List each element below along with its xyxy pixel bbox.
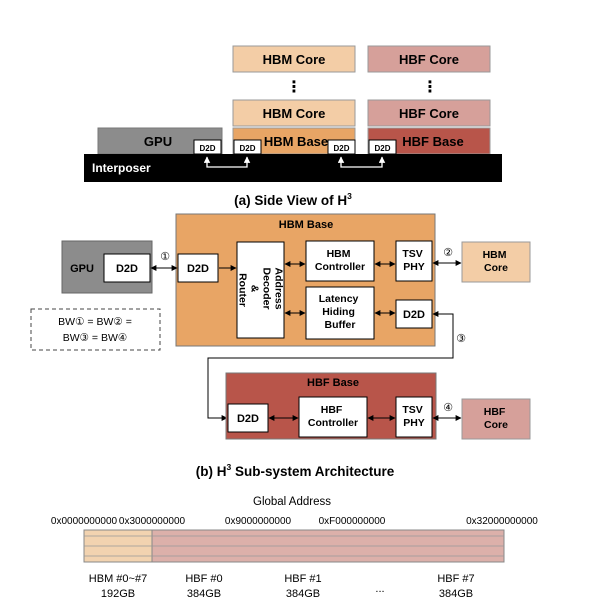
region-hbf1-size: 384GB — [286, 588, 320, 600]
hbf-dots: ⋮ — [422, 79, 438, 96]
hbm-dots: ⋮ — [286, 79, 302, 96]
mark-1: ① — [160, 251, 170, 263]
d2d-hbm-right-label: D2D — [333, 144, 349, 153]
region-hbf1-name: HBF #1 — [284, 573, 321, 585]
mark-3: ③ — [456, 333, 466, 345]
d2d-gpu-label: D2D — [199, 144, 215, 153]
region-ellipsis: ... — [375, 583, 384, 595]
hbf-core-top-block — [367, 45, 491, 73]
arch-hbm-core-label: HBM Core — [483, 249, 510, 274]
hbf-tsv-phy-block — [395, 396, 433, 438]
region-hbm-size: 192GB — [101, 588, 135, 600]
hbm-base-title: HBM Base — [279, 219, 333, 231]
architecture-caption: (b) H3 Sub-system Architecture — [196, 462, 395, 479]
global-address-title: Global Address — [253, 496, 331, 508]
hbf-core-label: HBF Core — [399, 106, 459, 121]
d2d-hbm-left-label: D2D — [239, 144, 255, 153]
bandwidth-note-line2: BW③ = BW④ — [63, 332, 128, 344]
hbf-d2d-block — [227, 403, 269, 433]
latency-hiding-buffer-label: Latency Hiding Buffer — [319, 293, 362, 331]
address-tick-2: 0x9000000000 — [225, 516, 292, 527]
hbm-core-label: HBM Core — [263, 106, 326, 121]
hbm-to-hbf-link-arrow — [207, 311, 454, 421]
hbm-controller-block — [305, 240, 375, 282]
mark-4: ④ — [443, 402, 453, 414]
arch-gpu-d2d-label: D2D — [116, 263, 138, 275]
hbm-controller-label: HBM Controller — [315, 248, 365, 273]
gpu-label: GPU — [144, 134, 172, 149]
hbf-base-label: HBF Base — [402, 134, 463, 149]
region-hbm-name: HBM #0~#7 — [89, 573, 147, 585]
global-address-map: Global Address 0x0000000000 0x3000000000… — [51, 496, 538, 600]
hbm-core-block — [232, 99, 356, 127]
hbm-d2d-right-label: D2D — [403, 309, 425, 321]
arch-gpu-label: GPU — [70, 263, 94, 275]
mark-2: ② — [443, 247, 453, 259]
region-hbf0-name: HBF #0 — [185, 573, 222, 585]
arch-hbf-core-label: HBF Core — [484, 406, 509, 431]
hbm-tsv-phy-block — [395, 240, 433, 282]
side-view: HBM Core ⋮ HBM Core HBM Base HBF Core ⋮ … — [84, 45, 502, 208]
region-hbf7-size: 384GB — [439, 588, 473, 600]
hbm-hbf-link-arrow — [337, 156, 386, 168]
region-hbf7-name: HBF #7 — [437, 573, 474, 585]
hbm-tsv-phy-label: TSV PHY — [402, 248, 425, 273]
side-view-caption: (a) Side View of H3 — [234, 191, 352, 208]
hbm-core-top-block — [232, 45, 356, 73]
hbf-core-top-label: HBF Core — [399, 52, 459, 67]
hbf-controller-label: HBF Controller — [308, 404, 358, 429]
arch-gpu-d2d-block — [103, 253, 151, 283]
hbf-core-block — [367, 99, 491, 127]
interposer-block — [84, 154, 502, 182]
bandwidth-note-line1: BW① = BW② = — [58, 316, 132, 328]
address-tick-1: 0x3000000000 — [119, 516, 186, 527]
hbm-d2d-left-block — [177, 253, 219, 283]
region-hbf0-size: 384GB — [187, 588, 221, 600]
hbf-tsv-phy-label: TSV PHY — [402, 404, 425, 429]
address-tick-0: 0x0000000000 — [51, 516, 118, 527]
d2d-hbf-label: D2D — [374, 144, 390, 153]
address-tick-4: 0x32000000000 — [466, 516, 538, 527]
hbf-controller-block — [298, 396, 368, 438]
bandwidth-note-box — [30, 308, 161, 351]
gpu-hbm-link-arrow — [203, 156, 251, 168]
interposer-label: Interposer — [92, 161, 151, 175]
hbm-d2d-left-label: D2D — [187, 263, 209, 275]
hbf-d2d-label: D2D — [237, 413, 259, 425]
architecture-view: HBM Base GPU D2D D2D Address Decoder & R… — [30, 213, 531, 479]
hbm-core-top-label: HBM Core — [263, 52, 326, 67]
hbf-base-title: HBF Base — [307, 377, 359, 389]
address-decoder-router-label: Address Decoder & Router — [237, 268, 285, 313]
arch-hbf-core-block — [461, 398, 531, 440]
arch-hbm-core-block — [461, 241, 531, 283]
hbm-base-label: HBM Base — [264, 134, 328, 149]
address-tick-3: 0xF000000000 — [319, 516, 386, 527]
